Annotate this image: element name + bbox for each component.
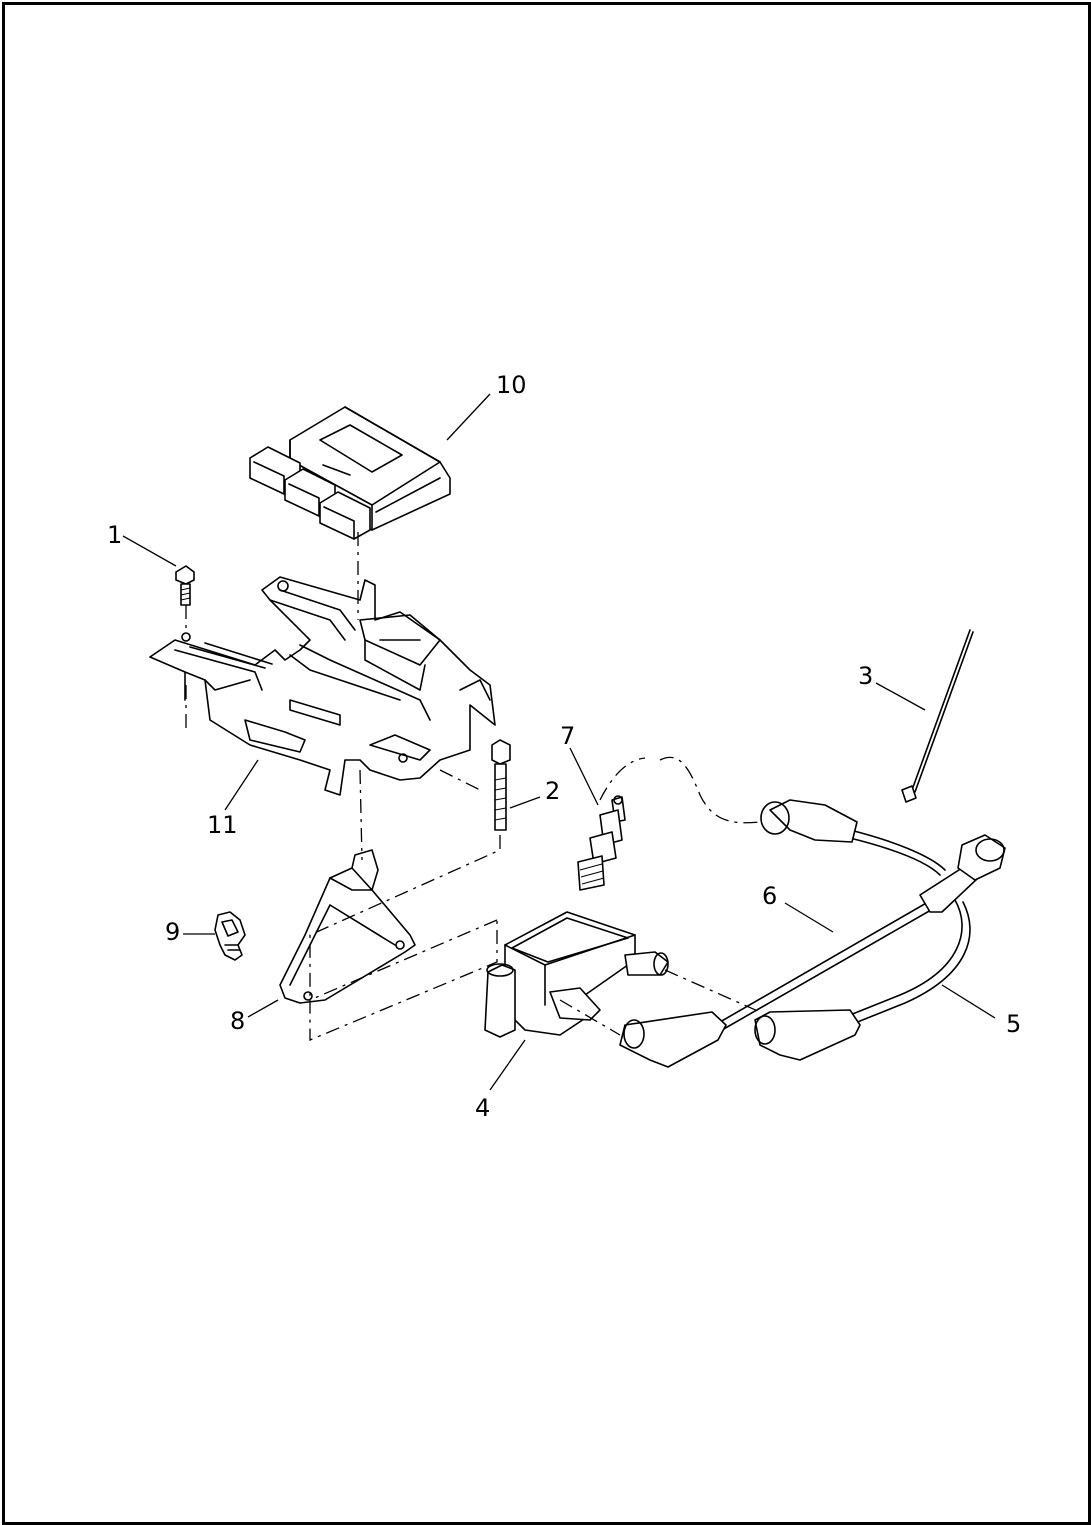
- callout-10: 10: [496, 371, 527, 399]
- callout-1: 1: [107, 521, 122, 549]
- part-3-cable-tie: [901, 629, 974, 803]
- part-1-screw: [175, 565, 195, 606]
- callout-8: 8: [230, 1007, 245, 1035]
- part-6-spark-plug-wire: [619, 834, 1006, 1068]
- part-11-mounting-tray: [149, 576, 496, 796]
- callout-3: 3: [858, 662, 873, 690]
- part-4-ignition-coil: [484, 911, 669, 1038]
- part-5-spark-plug-wire: [754, 799, 971, 1061]
- callout-4: 4: [475, 1094, 490, 1122]
- part-9-clip: [214, 911, 246, 961]
- callout-6: 6: [762, 882, 777, 910]
- assembly-lines: [185, 532, 761, 1041]
- part-2-bolt: [491, 739, 511, 831]
- callout-11: 11: [207, 811, 238, 839]
- callout-2: 2: [545, 777, 560, 805]
- part-10-control-module: [249, 406, 451, 540]
- part-7-spark-plug: [577, 795, 626, 891]
- callout-9: 9: [165, 918, 180, 946]
- callout-labels: 1 2 3 4 5 6 7 8 9 10 11: [107, 371, 1021, 1122]
- leader-lines: [122, 393, 996, 1091]
- callout-5: 5: [1006, 1010, 1021, 1038]
- callout-7: 7: [560, 722, 575, 750]
- part-8-bracket: [279, 849, 416, 1004]
